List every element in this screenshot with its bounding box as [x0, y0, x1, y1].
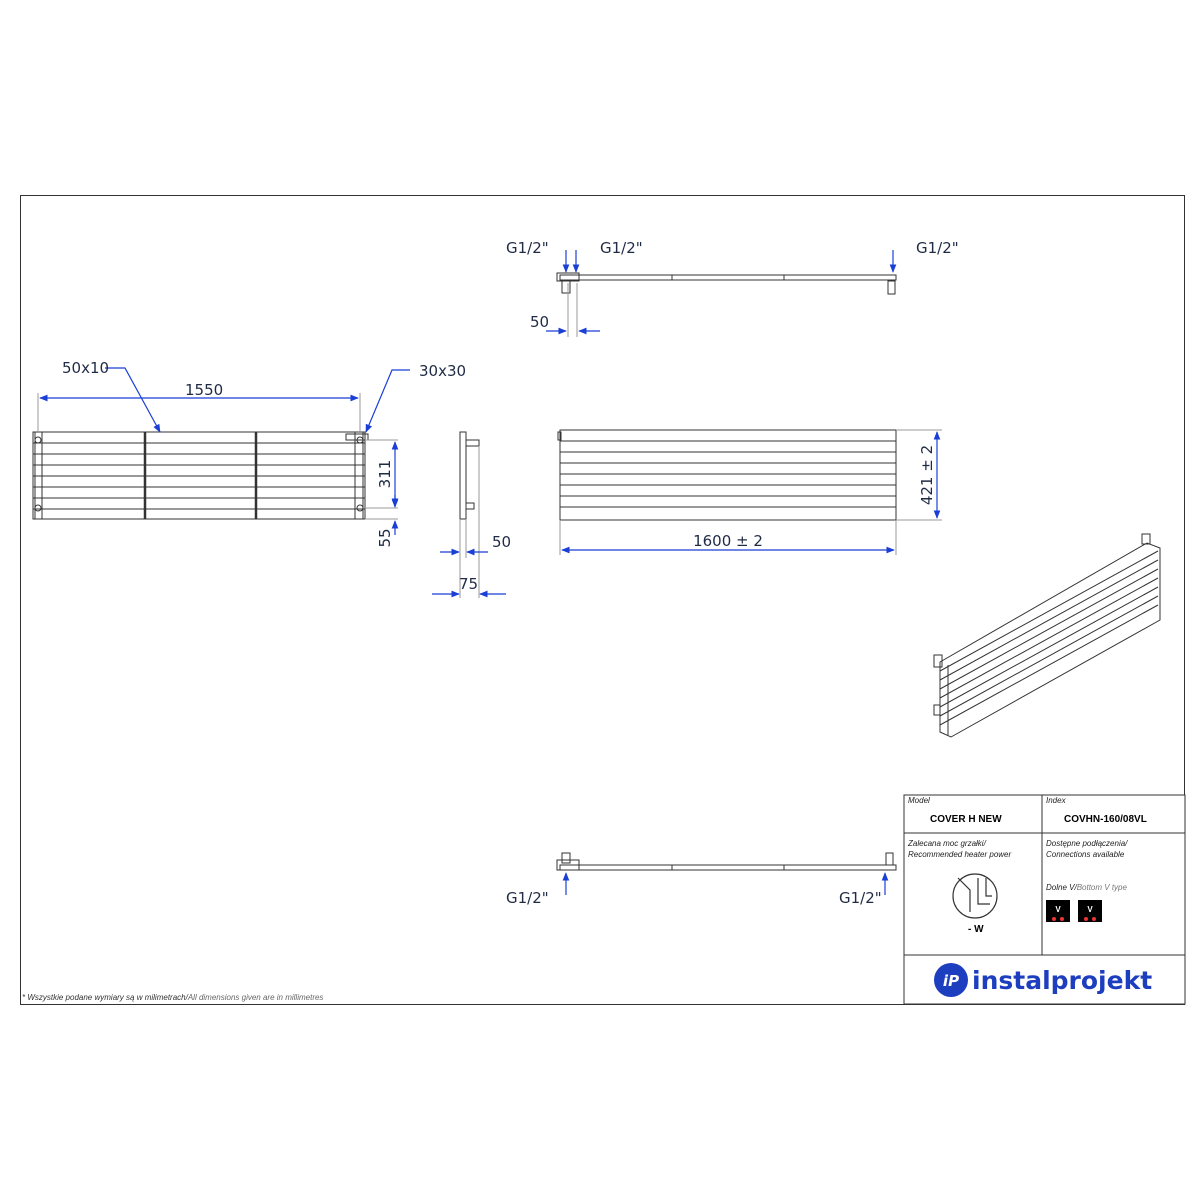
- connection-type-pl: Dolne V/: [1046, 883, 1077, 892]
- dim-height-value: 421: [918, 477, 936, 506]
- dim-height-tolerance: ± 2: [918, 445, 936, 472]
- dim-height: 421 ± 2: [918, 445, 936, 505]
- dim-mount-bottom: 55: [376, 528, 394, 547]
- title-block: Model COVER H NEW Index COVHN-160/08VL Z…: [903, 794, 1186, 1005]
- dim-length-tolerance: ± 2: [736, 532, 763, 550]
- front-dim-arrows: [561, 431, 941, 554]
- dim-bar-profile: 50x10: [62, 359, 109, 377]
- bottom-dim-arrows: [562, 872, 889, 895]
- side-view-body: [459, 431, 467, 520]
- model-label: Model: [908, 796, 930, 805]
- connections-label-pl: Dostępne podłączenia/: [1046, 839, 1128, 848]
- dim-pipe-profile: 30x30: [419, 362, 466, 380]
- footnote-pl: * Wszystkie podane wymiary są w milimetr…: [22, 993, 189, 1002]
- rear-view: [32, 393, 398, 520]
- connection-type-en: Bottom V type: [1077, 883, 1128, 892]
- dim-connection-bottom-left: G1/2": [506, 889, 549, 907]
- heater-label-en: Recommended heater power: [908, 850, 1012, 859]
- heater-icon: [952, 873, 998, 919]
- connections-label-en: Connections available: [1046, 850, 1125, 859]
- top-view-left-connector: [561, 280, 571, 294]
- dim-connection-top-left-1: G1/2": [506, 239, 549, 257]
- footnote: * Wszystkie podane wymiary są w milimetr…: [22, 993, 323, 1002]
- index-value: COVHN-160/08VL: [1064, 814, 1147, 825]
- footnote-en: All dimensions given are in millimetres: [187, 993, 324, 1002]
- model-value: COVER H NEW: [930, 814, 1002, 825]
- top-view-body: [559, 274, 897, 281]
- drawing-frame: [20, 195, 1185, 1005]
- dim-top-offset: 50: [530, 313, 549, 331]
- connection-badge-2: V: [1078, 900, 1102, 922]
- front-view: [557, 429, 942, 555]
- logo-text: instalprojekt: [972, 966, 1152, 995]
- dim-mount-height: 311: [376, 460, 394, 489]
- dim-connection-top-right: G1/2": [916, 239, 959, 257]
- top-view: [556, 272, 897, 337]
- dim-side-depth-2: 75: [459, 575, 478, 593]
- isometric-outline: [939, 542, 1161, 738]
- brand-logo: iP instalprojekt: [934, 963, 1152, 997]
- connection-type: Dolne V/Bottom V type: [1046, 883, 1127, 892]
- top-dim-arrows: [546, 250, 897, 335]
- isometric-view: [933, 533, 1161, 738]
- front-view-outline: [559, 429, 897, 521]
- connection-badge-2-label: V: [1087, 905, 1093, 914]
- dim-length: 1600 ± 2: [693, 532, 763, 550]
- dim-connection-top-left-2: G1/2": [600, 239, 643, 257]
- dim-length-value: 1600: [693, 532, 731, 550]
- heater-label-pl: Zalecana moc grzałki/: [907, 839, 987, 848]
- side-dim-arrows: [432, 548, 506, 598]
- heater-value: - W: [968, 924, 984, 935]
- connection-badge-1: V: [1046, 900, 1070, 922]
- logo-mark-icon: [934, 963, 968, 997]
- bottom-view: [556, 852, 897, 871]
- dim-side-depth-1: 50: [492, 533, 511, 551]
- connection-badge-1-label: V: [1055, 905, 1061, 914]
- top-view-right-connector: [887, 280, 896, 295]
- logo-mark: iP: [943, 972, 959, 990]
- bottom-view-body: [559, 864, 897, 871]
- rear-dim-arrows: [39, 367, 410, 535]
- dim-mount-spacing: 1550: [185, 381, 223, 399]
- dim-connection-bottom-right: G1/2": [839, 889, 882, 907]
- side-view: [459, 431, 480, 598]
- index-label: Index: [1046, 796, 1067, 805]
